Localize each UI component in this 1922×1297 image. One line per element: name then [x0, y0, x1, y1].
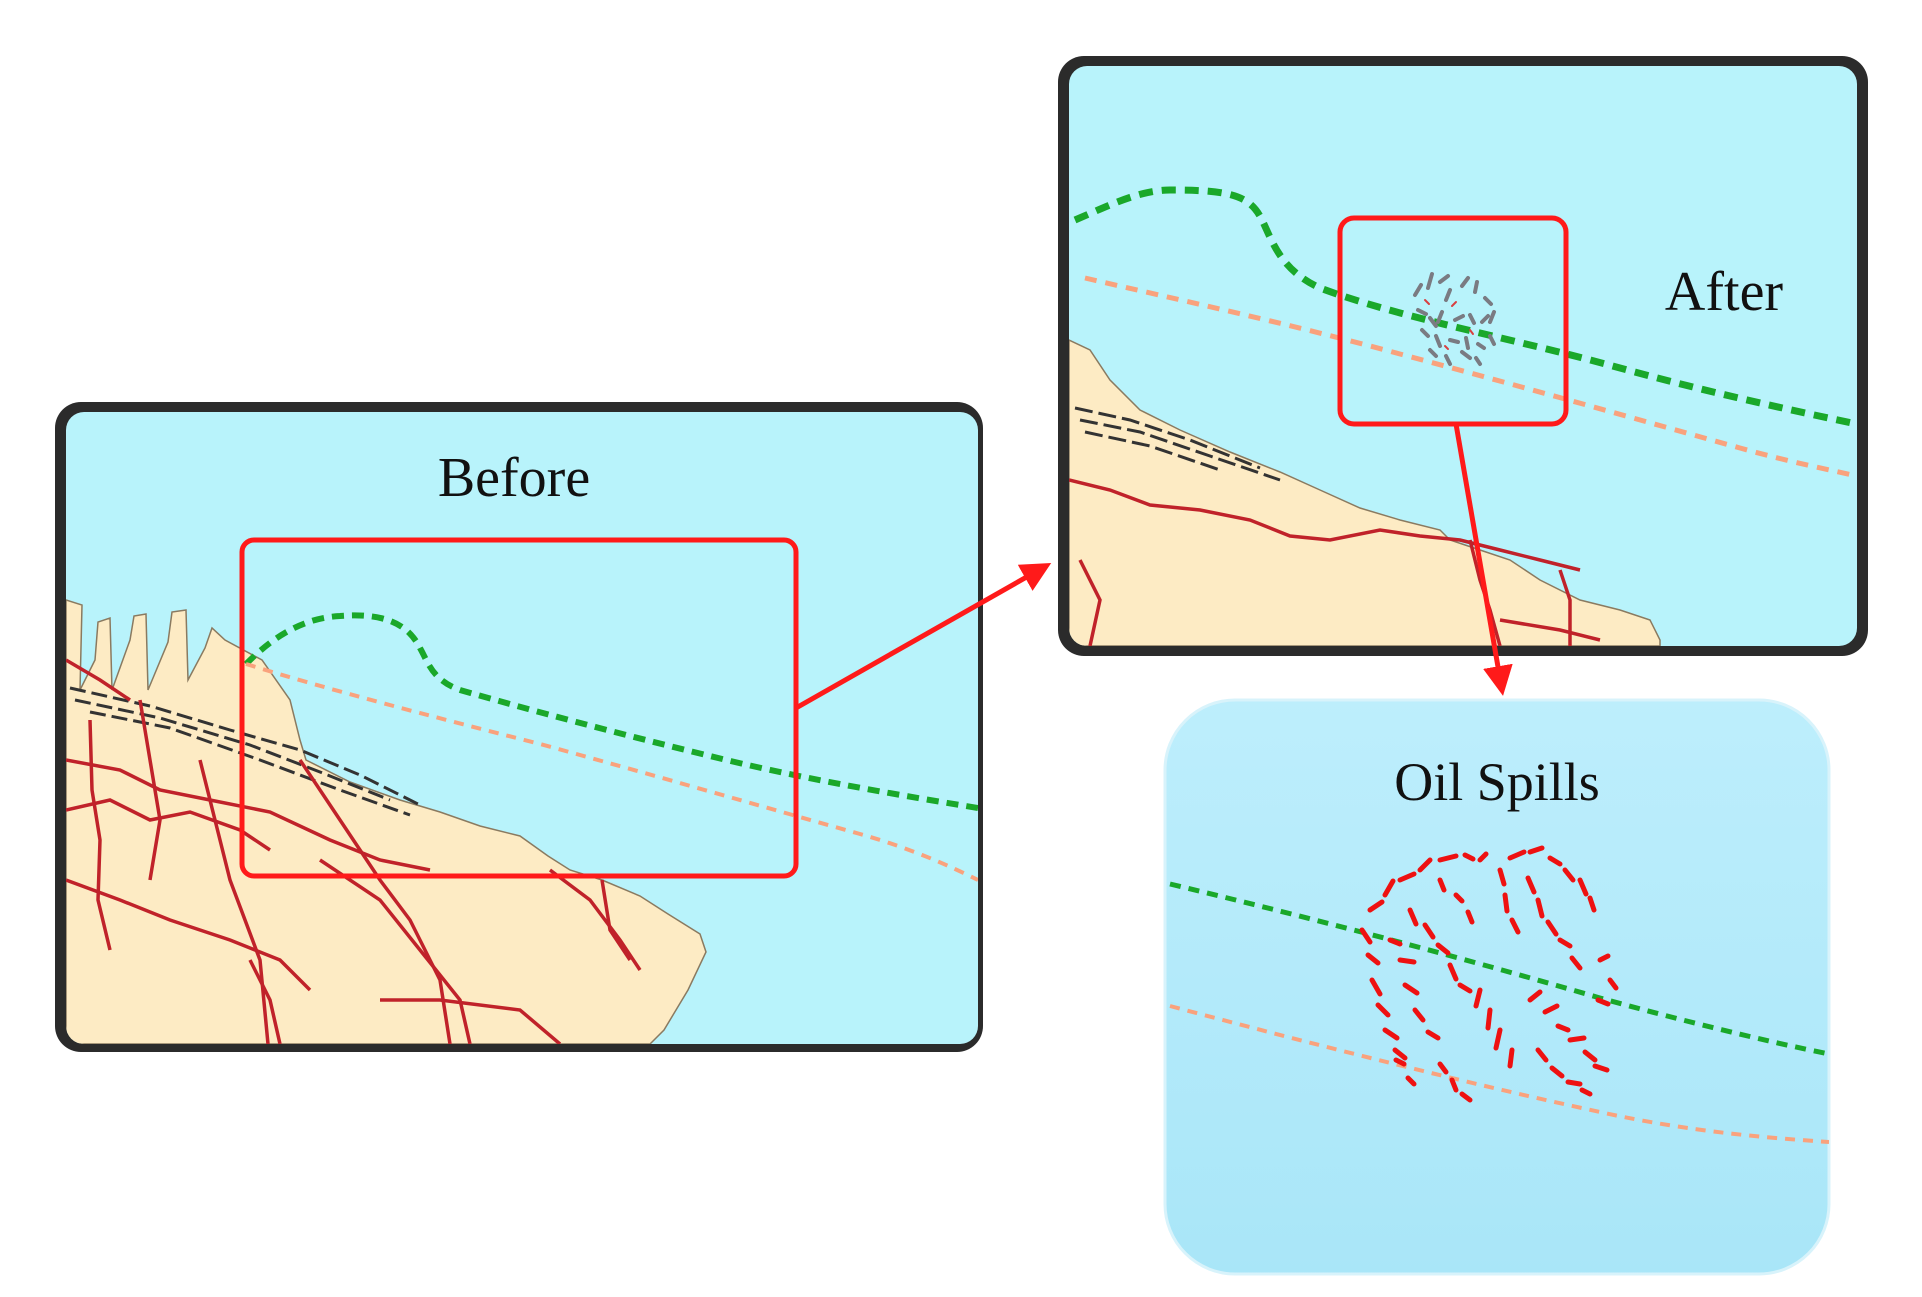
- after-route-green: [1073, 186, 1857, 428]
- after-spill-blob: [1413, 272, 1496, 366]
- before-panel: Before: [55, 402, 983, 1052]
- after-route-orange: [1084, 275, 1857, 479]
- before-route-orange: [245, 662, 978, 882]
- before-land: [66, 598, 707, 1044]
- spill-route-orange: [1169, 1004, 1829, 1144]
- before-label: Before: [438, 447, 590, 509]
- after-highlight-box: [1337, 215, 1569, 427]
- arrow-before-to-after: [794, 563, 1052, 711]
- after-panel: After: [1058, 56, 1868, 656]
- after-label: After: [1665, 261, 1784, 323]
- oil-spill-fragments: [1359, 845, 1619, 1103]
- after-land: [1069, 338, 1661, 646]
- spill-route-green: [1169, 881, 1829, 1057]
- oil-spills-frame: [1163, 698, 1831, 1276]
- before-route-green: [243, 612, 978, 811]
- arrow-after-to-oil-spills: [1453, 423, 1513, 696]
- after-piers: [1074, 406, 1281, 482]
- after-spill-blob-red: [1424, 299, 1474, 350]
- oil-spills-label: Oil Spills: [1394, 752, 1600, 812]
- oil-spills-panel: Oil Spills: [1163, 698, 1831, 1276]
